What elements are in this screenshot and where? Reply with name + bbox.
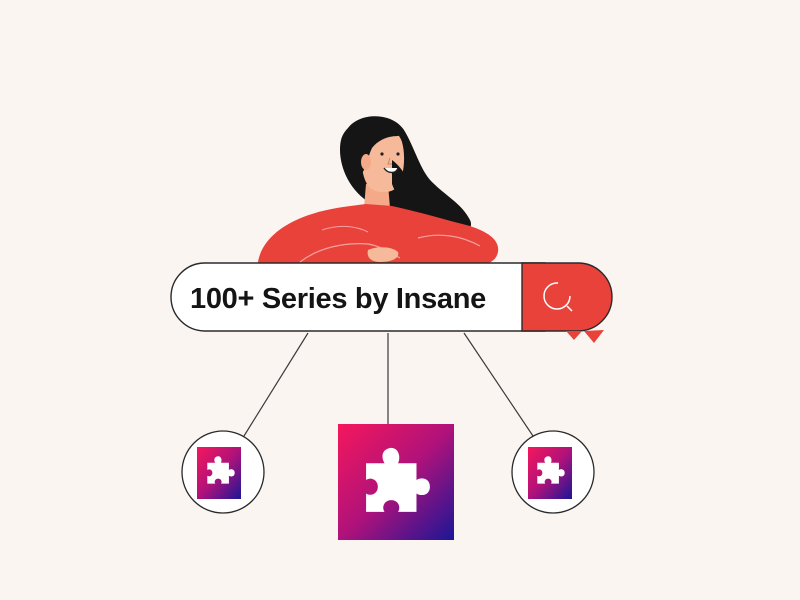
- search-bar[interactable]: [170, 262, 613, 343]
- woman-figure: [258, 116, 499, 265]
- search-query-text[interactable]: 100+ Series by Insane: [190, 283, 486, 315]
- puzzle-card-right: [511, 430, 595, 514]
- puzzle-card-left: [181, 430, 265, 514]
- search-icon[interactable]: [543, 282, 573, 312]
- connector-lines: [243, 332, 534, 437]
- puzzle-card-center: [338, 424, 454, 540]
